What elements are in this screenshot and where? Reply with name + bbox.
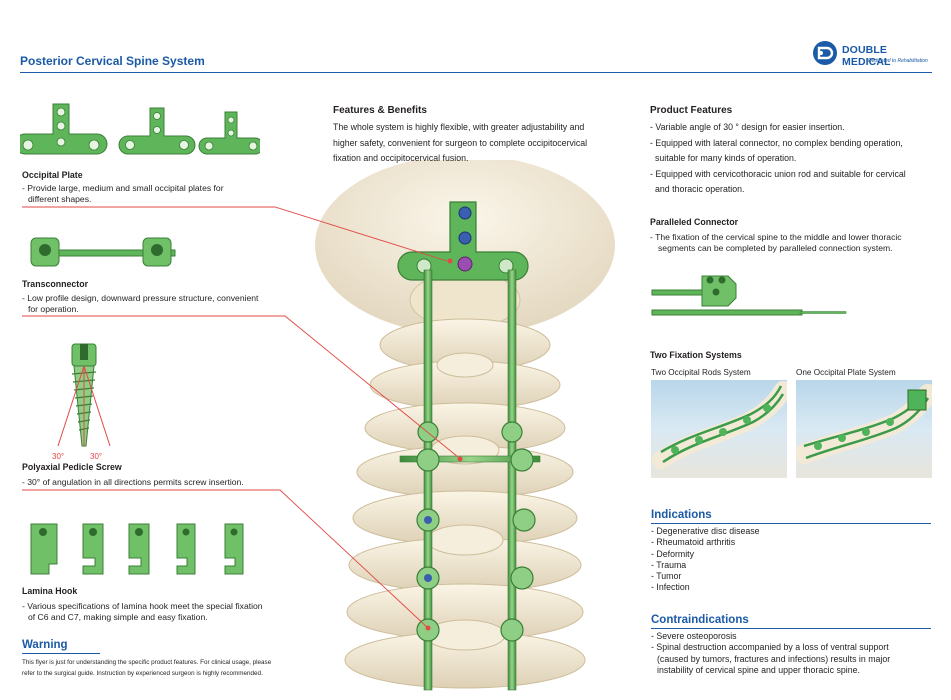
pedicle-screw-desc: - 30° of angulation in all directions pe…: [22, 477, 244, 487]
product-features-line: - Equipped with lateral connector, no co…: [650, 137, 903, 148]
indications-list: - Degenerative disc disease - Rheumatoid…: [651, 526, 760, 594]
header-divider: [20, 72, 932, 73]
lamina-hooks-image: [30, 523, 244, 575]
indications-divider: [651, 523, 931, 524]
occipital-plate-desc: - Provide large, medium and small occipi…: [22, 183, 224, 205]
lamina-hook-desc-line-2: of C6 and C7, making simple and easy fix…: [28, 612, 208, 622]
fixation-systems-title: Two Fixation Systems: [650, 350, 742, 360]
contraindication-line: - Spinal destruction accompanied by a lo…: [651, 642, 889, 653]
paralleled-connector-image: [651, 275, 847, 316]
warning-line-2: refer to the surgical guide. Instruction…: [22, 670, 263, 677]
indications-title: Indications: [651, 509, 712, 521]
occipital-plate-title: Occipital Plate: [22, 170, 83, 180]
indication-item: - Tumor: [651, 571, 682, 582]
paralleled-connector-line-1: - The fixation of the cervical spine to …: [650, 232, 902, 242]
transconnector-image: [30, 237, 176, 267]
occipital-plate-desc-line-1: - Provide large, medium and small occipi…: [22, 183, 224, 193]
indication-item: - Rheumatoid arthritis: [651, 537, 736, 548]
transconnector-title: Transconnector: [22, 279, 88, 289]
product-features-line: and thoracic operation.: [655, 184, 745, 194]
product-features-title: Product Features: [650, 105, 733, 116]
warning-title: Warning: [22, 639, 68, 651]
lamina-hook-desc: - Various specifications of lamina hook …: [22, 601, 263, 623]
brand-name: DOUBLE MEDICAL: [842, 44, 891, 68]
features-benefits-line-1: The whole system is highly flexible, wit…: [333, 122, 585, 132]
indication-item: - Trauma: [651, 559, 687, 570]
warning-text: This flyer is just for understanding the…: [22, 657, 271, 679]
product-features-line: - Equipped with cervicothoracic union ro…: [650, 168, 906, 179]
one-occipital-plate-photo: [796, 380, 932, 478]
paralleled-connector-title: Paralleled Connector: [650, 217, 738, 227]
fixation-label-right: One Occipital Plate System: [796, 368, 896, 377]
brand-logo: DOUBLE MEDICAL Dedicated to Rehabilitati…: [812, 38, 937, 70]
features-benefits-title: Features & Benefits: [333, 105, 427, 116]
lamina-hook-title: Lamina Hook: [22, 586, 78, 596]
contraindication-line: (caused by tumors, fractures and infecti…: [657, 653, 891, 664]
angle-label-left: 30°: [52, 452, 65, 461]
contraindication-line: instability of cervical spine and upper …: [657, 664, 860, 675]
brand-tagline: Dedicated to Rehabilitation: [868, 58, 928, 64]
indication-item: - Infection: [651, 582, 690, 593]
occipital-plates-image: [20, 103, 260, 155]
features-benefits-text: The whole system is highly flexible, wit…: [333, 120, 618, 167]
warning-line-1: This flyer is just for understanding the…: [22, 659, 272, 666]
pedicle-screw-image: [57, 343, 111, 447]
indication-item: - Degenerative disc disease: [651, 526, 760, 536]
product-features-line: suitable for many kinds of operation.: [655, 153, 797, 163]
warning-divider: [22, 653, 100, 654]
product-features-list: - Variable angle of 30 ° design for easi…: [650, 120, 940, 198]
product-features-line: - Variable angle of 30 ° design for easi…: [650, 122, 845, 132]
paralleled-connector-desc: - The fixation of the cervical spine to …: [650, 232, 940, 254]
lamina-hook-desc-line-1: - Various specifications of lamina hook …: [22, 601, 263, 611]
contraindications-divider: [651, 628, 931, 629]
fixation-label-left: Two Occipital Rods System: [651, 368, 751, 377]
transconnector-desc-line-1: - Low profile design, downward pressure …: [22, 293, 259, 303]
transconnector-desc-line-2: for operation.: [28, 304, 79, 314]
two-occipital-rods-photo: [651, 380, 787, 478]
contraindications-title: Contraindications: [651, 614, 749, 626]
pedicle-screw-title: Polyaxial Pedicle Screw: [22, 462, 122, 472]
features-benefits-line-2: higher safety, convenient for surgeon to…: [333, 137, 588, 148]
features-benefits-line-3: fixation and occipitocervical fusion.: [333, 153, 469, 163]
double-medical-logo-icon: [813, 41, 837, 65]
spine-implant-illustration: [315, 160, 615, 691]
page-title: Posterior Cervical Spine System: [20, 54, 205, 68]
paralleled-connector-line-2: segments can be completed by paralleled …: [658, 243, 893, 253]
occipital-plate-desc-line-2: different shapes.: [28, 194, 92, 204]
transconnector-desc: - Low profile design, downward pressure …: [22, 293, 258, 315]
contraindications-list: - Severe osteoporosis - Spinal destructi…: [651, 631, 941, 676]
angle-label-right: 30°: [90, 452, 103, 461]
indication-item: - Deformity: [651, 548, 695, 559]
contraindication-line: - Severe osteoporosis: [651, 631, 737, 641]
